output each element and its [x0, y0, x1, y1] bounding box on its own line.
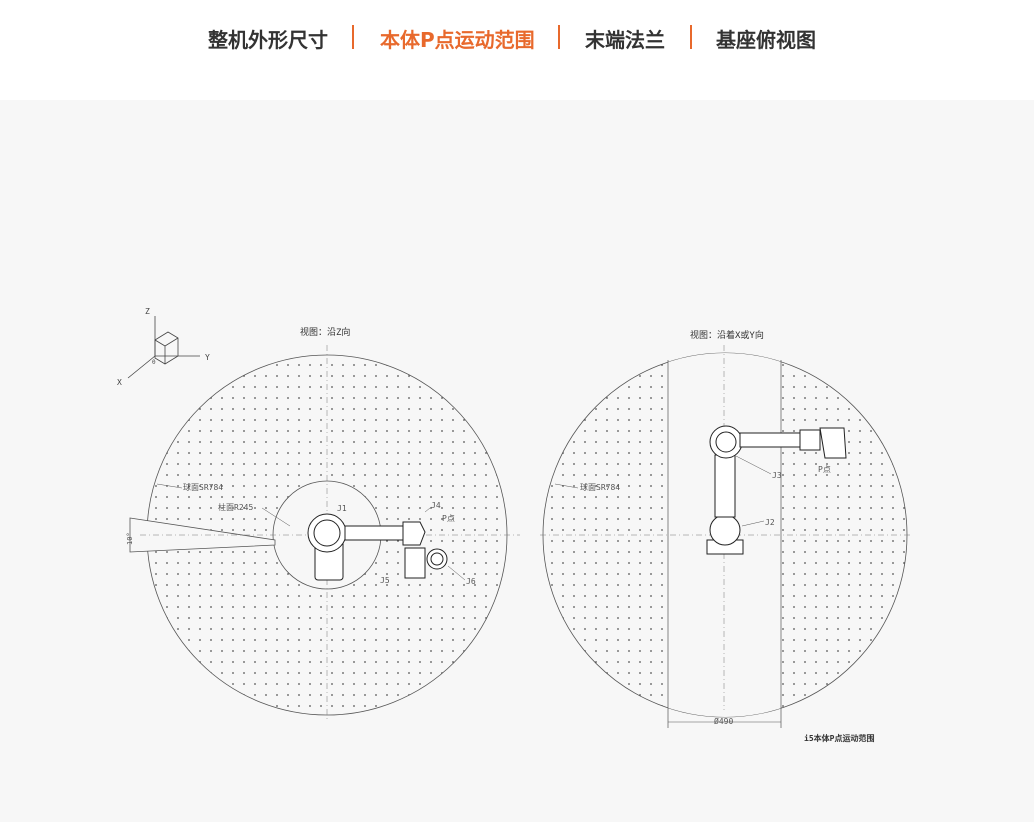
left-view-title: 视图：沿Z向 [300, 326, 350, 338]
technical-drawing: Z Y X 0 视图：沿Z向 球面SR784 柱面R245 10° J1 J4 … [117, 307, 910, 743]
x-axis-line [127, 355, 156, 379]
j2-joint [709, 514, 741, 546]
tab-end-flange[interactable]: 末端法兰 [585, 28, 665, 52]
axis-z-label: Z [145, 307, 150, 316]
left-angle-label: 10° [126, 532, 134, 545]
right-view-title: 视图：沿着X或Y向 [690, 329, 764, 341]
left-robot-arm [307, 513, 448, 581]
right-j3-label: J3 [772, 471, 782, 480]
left-cylinder-label: 柱面R245 [218, 502, 253, 512]
right-sphere-label: 球面SR784 [580, 482, 620, 492]
j4-joint [402, 521, 426, 546]
j5-joint [404, 547, 426, 579]
tab-separator [352, 25, 354, 49]
left-j6-label: J6 [466, 577, 476, 586]
tab-bar: 整机外形尺寸 本体P点运动范围 末端法兰 基座俯视图 [0, 0, 1034, 100]
tab-separator [558, 25, 560, 49]
j3-joint [709, 425, 743, 459]
axis-origin-label: 0 [152, 359, 156, 366]
tab-p-point-range[interactable]: 本体P点运动范围 [380, 28, 535, 52]
coordinate-axes [127, 316, 200, 379]
axis-cube [154, 331, 179, 365]
right-robot-arm [706, 425, 847, 555]
left-j1-label: J1 [337, 504, 347, 513]
figure-caption: i5本体P点运动范围 [804, 733, 874, 743]
left-p-label: P点 [442, 514, 455, 523]
tab-separator [690, 25, 692, 49]
right-diameter-label: Ø490 [714, 716, 733, 726]
left-sphere-label: 球面SR784 [183, 482, 223, 492]
tab-base-top-view[interactable]: 基座俯视图 [716, 28, 816, 52]
axis-y-label: Y [205, 353, 210, 362]
wrist-joint [799, 429, 821, 451]
forearm-link [739, 432, 803, 448]
right-p-label: P点 [818, 465, 831, 474]
left-j5-label: J5 [380, 576, 390, 585]
j6-joint [426, 548, 448, 570]
end-effector [819, 427, 847, 459]
tab-overall-dimensions[interactable]: 整机外形尺寸 [208, 28, 328, 52]
upper-arm-link [344, 525, 408, 541]
left-excluded-wedge [129, 517, 276, 553]
right-j2-label: J2 [765, 518, 775, 527]
axis-x-label: X [117, 378, 122, 387]
lower-arm-link [714, 454, 736, 518]
left-j4-label: J4 [431, 501, 441, 510]
